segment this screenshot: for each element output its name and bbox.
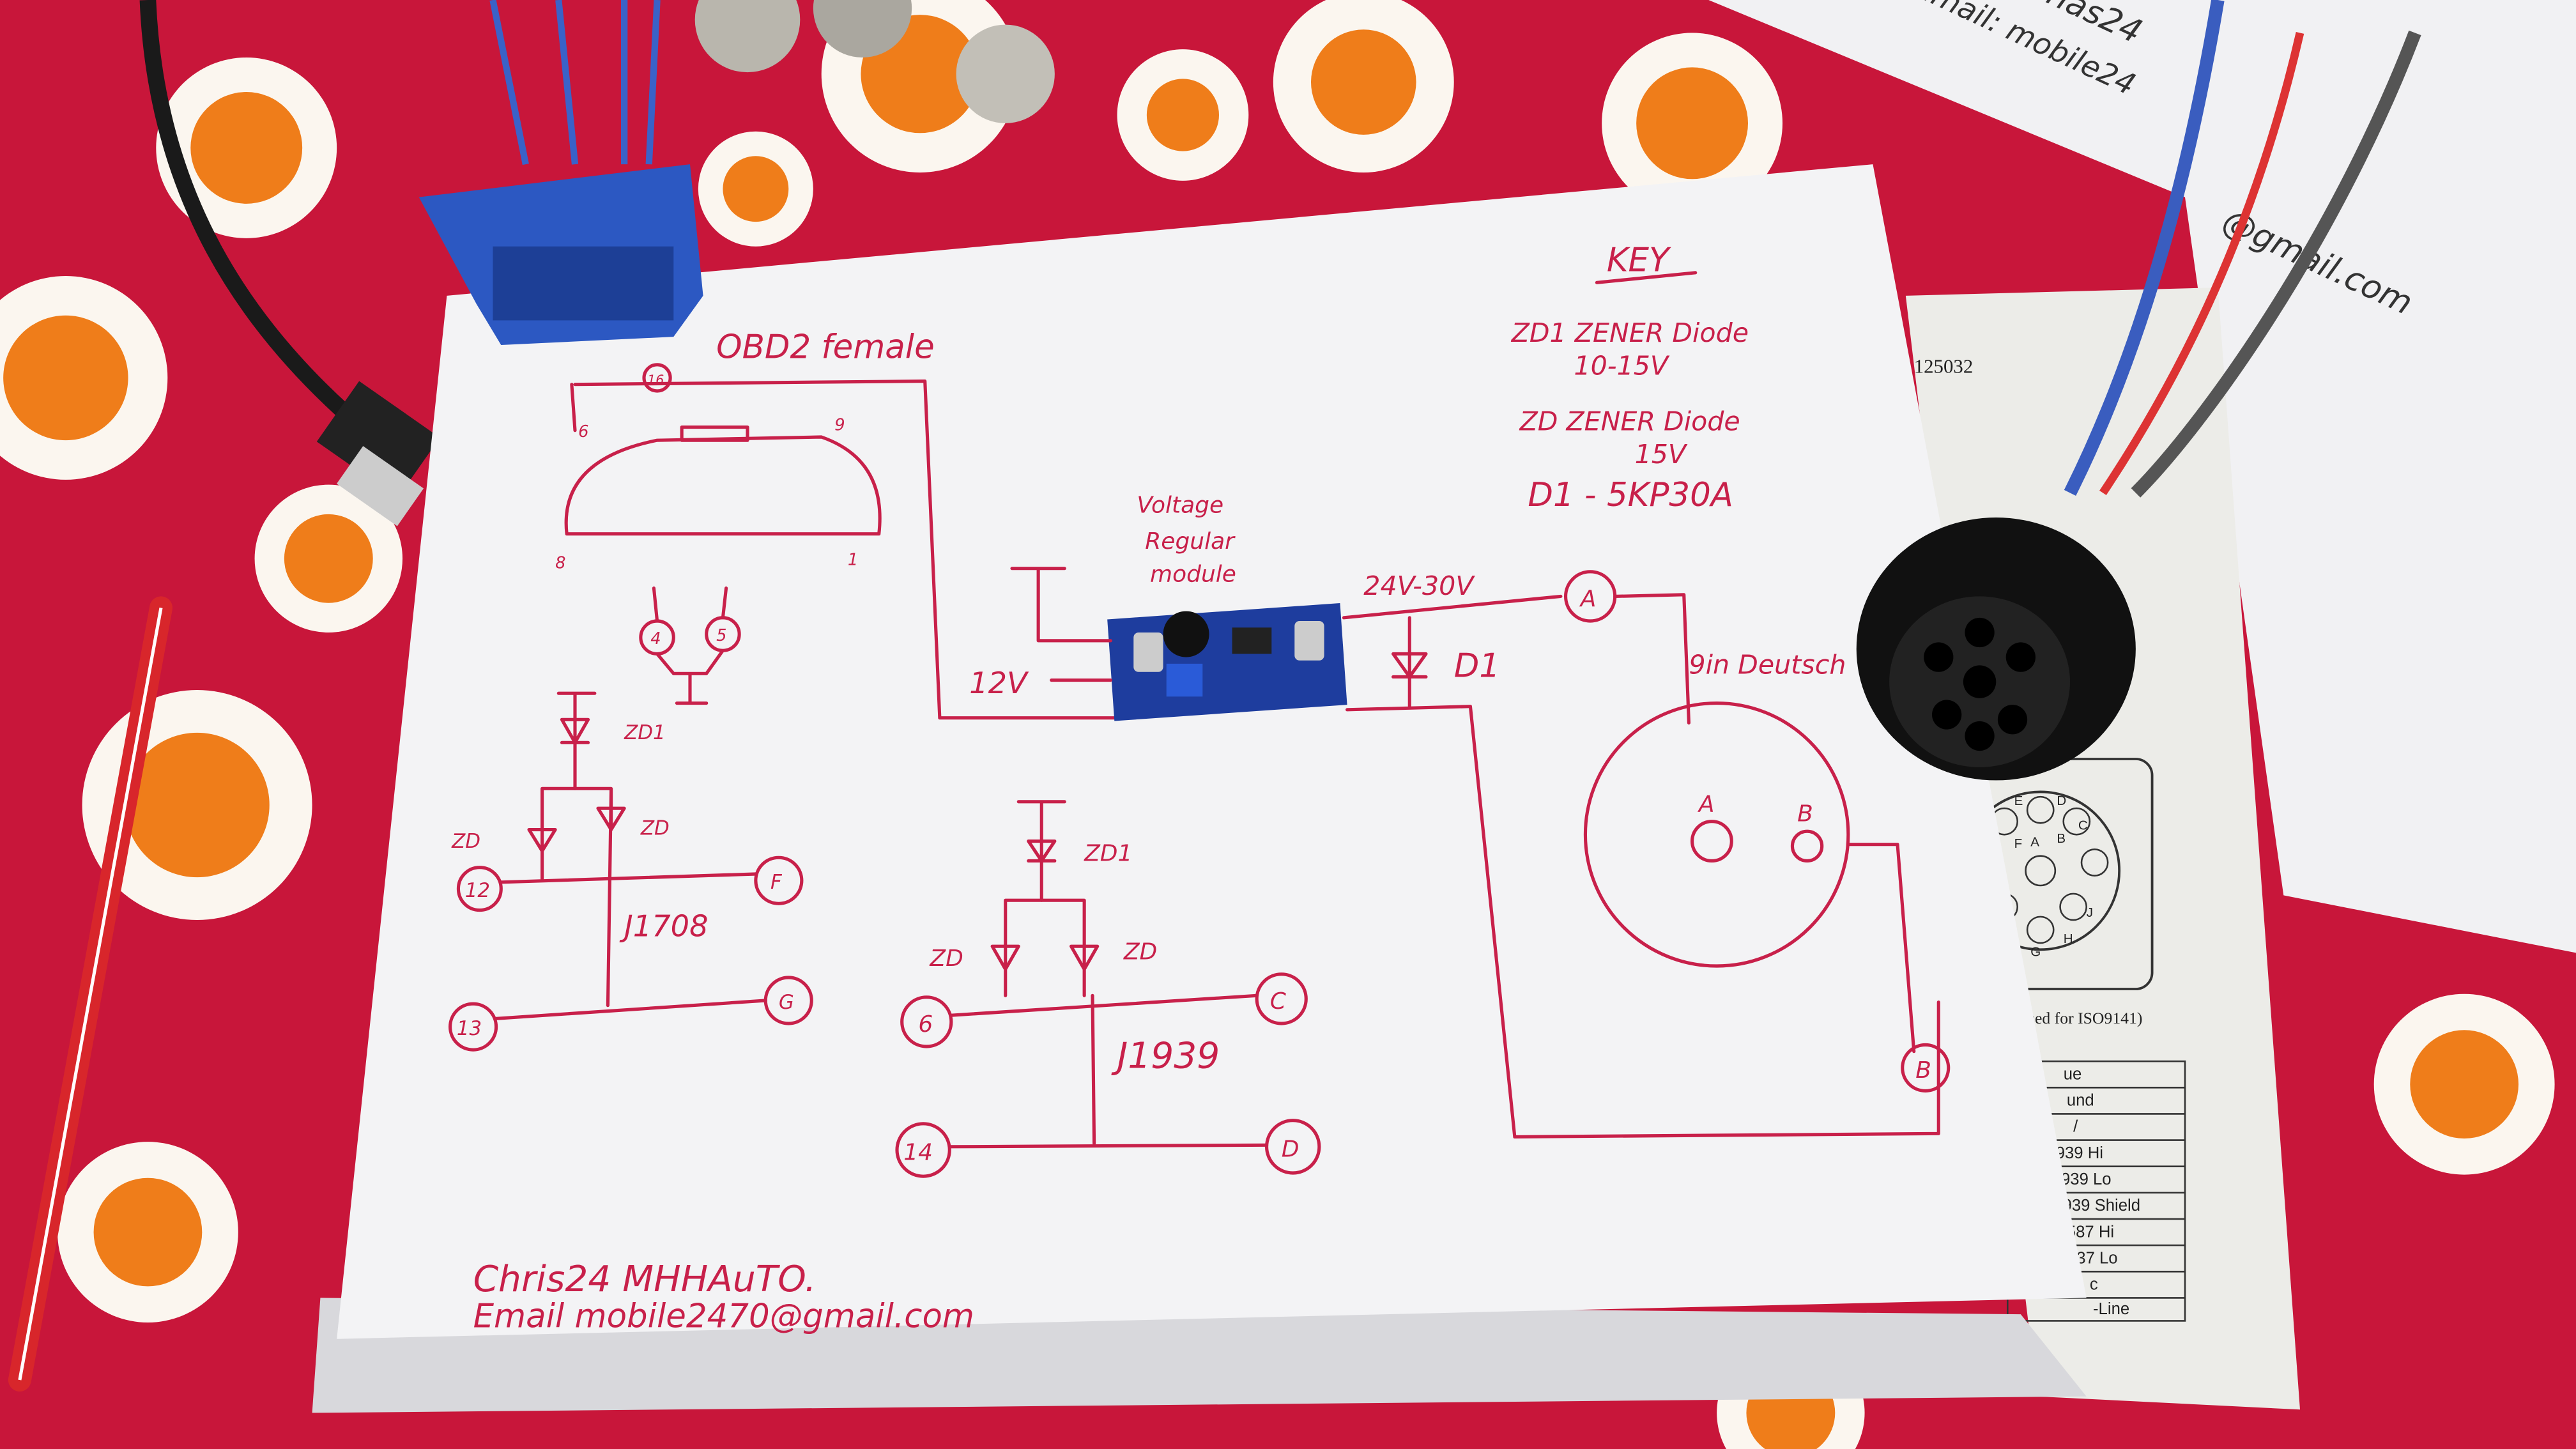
notebook-paper: [1708, 0, 2576, 953]
regulator-d1-label: D1: [1454, 647, 1500, 685]
obd2-pins-p13-label: 13: [457, 1017, 482, 1040]
usb-plug-metal: [336, 446, 424, 526]
signature-line1-label: Chris24 MHHAuTO.: [473, 1258, 816, 1300]
regulator-labels: Voltage Regular module 12V 24V-30V D1 A …: [969, 492, 1951, 1139]
pen-stripe: [18, 607, 163, 1381]
key-zd_value-label: 15V: [1635, 439, 1688, 470]
j1708-zd_left-label: ZD: [451, 830, 480, 853]
table-row: c: [2090, 1276, 2098, 1294]
voltage-regulator-module: [1107, 603, 1347, 721]
regulator-label_line2-label: Regular: [1145, 528, 1236, 555]
deutsch-connector-plug: [1856, 0, 2421, 781]
j1939-zd1-label: ZD1: [1084, 840, 1132, 866]
printed_sheet-pin_letters-4-label: E: [2014, 793, 2023, 808]
printed_sheet-pin_letters-0-label: A: [2030, 834, 2039, 849]
coin: [956, 24, 1055, 123]
table-row: /: [2073, 1118, 2078, 1136]
printed_sheet-pin_letters-8-label: J: [2087, 905, 2093, 920]
key-d1-label: D1 - 5KP30A: [1528, 476, 1733, 514]
coin: [813, 0, 912, 57]
j1708-section: ZD1 ZD ZD 12 F J1708 13 G: [448, 691, 813, 1052]
obd2-plug: [418, 0, 703, 345]
j1939-section: ZD1 ZD ZD 6 C J1939 14 D: [895, 800, 1321, 1178]
author-signature: Chris24 MHHAuTO. Email mobile2470@gmail.…: [473, 1258, 974, 1336]
obd2-title: OBD2 female: [716, 328, 935, 367]
j1708-zd1-label: ZD1: [624, 721, 666, 744]
obd2-pins-p1-label: 1: [848, 551, 858, 570]
sheet-number: 125032: [1914, 356, 1974, 378]
schematic-paper: [337, 164, 2087, 1339]
regulator-in-label: 24V-30V: [1363, 571, 1475, 601]
j1939-pin_d-label: D: [1282, 1136, 1300, 1162]
printed_sheet-pin_letters-7-label: H: [2064, 931, 2073, 946]
signature-line2-label: Email mobile2470@gmail.com: [473, 1298, 974, 1336]
table-row: 37 Lo: [2076, 1249, 2117, 1267]
regulator-label_line1-label: Voltage: [1137, 492, 1223, 518]
obd2-pins-p5-label: 5: [716, 626, 726, 645]
obd2-pins-p8-label: 8: [555, 554, 565, 573]
table-row: -Line: [2093, 1300, 2129, 1318]
obd2-section: 16 6 9 8 1 4 5: [555, 363, 1119, 720]
deutsch-conn_b-label: B: [1915, 1057, 1931, 1084]
key-zd1_range-label: 10-15V: [1574, 350, 1669, 381]
table-row: ue: [2064, 1065, 2082, 1083]
deutsch-conn_a-label: A: [1579, 586, 1597, 612]
j1708-pin_f-label: F: [770, 871, 783, 894]
printed_sheet-pin_letters-3-label: D: [2057, 793, 2066, 808]
obd2-pins-p14-label: 14: [903, 1139, 933, 1165]
printed_sheet-pin_letters-6-label: G: [2030, 945, 2041, 960]
j1708-zd_right-label: ZD: [640, 816, 670, 839]
deutsch-label-label: 9in Deutsch: [1689, 649, 1846, 680]
deutsch-pin_a-label: A: [1698, 791, 1715, 817]
regulator-label_line3-label: module: [1150, 561, 1236, 587]
j1939-label-label: J1939: [1111, 1034, 1220, 1077]
key-legend: KEY ZD1 ZENER Diode 10-15V ZD ZENER Diod…: [1511, 241, 1749, 514]
regulator-out-label: 12V: [969, 666, 1029, 700]
usb-cable: [139, 0, 367, 434]
key-zd-label: ZD ZENER Diode: [1519, 406, 1740, 437]
j1939-pin_c-label: C: [1270, 988, 1287, 1015]
j1939-zd_left-label: ZD: [929, 946, 963, 972]
deutsch-pin_b-label: B: [1797, 801, 1813, 827]
obd2-pins-p6b-label: 6: [918, 1011, 933, 1038]
j1708-label-label: J1708: [619, 909, 708, 944]
usb-plug: [316, 381, 440, 498]
printed_sheet-pin_letters-5-label: F: [2014, 836, 2023, 851]
j1939-zd_right-label: ZD: [1123, 939, 1157, 965]
obd2-pins-p9-label: 9: [834, 416, 845, 435]
deutsch-connector-drawing: 9in Deutsch A B: [1583, 649, 1916, 1054]
coin: [694, 0, 801, 73]
key-zd1-label: ZD1 ZENER Diode: [1511, 318, 1749, 348]
obd2-pins-p4-label: 4: [650, 629, 661, 648]
table-row: und: [2067, 1092, 2094, 1110]
printed_sheet-pin_letters-1-label: B: [2057, 831, 2066, 846]
obd2-pins-p6-label: 6: [578, 422, 588, 441]
key-title-label: KEY: [1607, 241, 1671, 279]
printed_sheet-pin_letters-2-label: C: [2078, 818, 2088, 833]
j1708-pin_g-label: G: [779, 991, 794, 1014]
obd2-pins-p12-label: 12: [465, 879, 490, 902]
